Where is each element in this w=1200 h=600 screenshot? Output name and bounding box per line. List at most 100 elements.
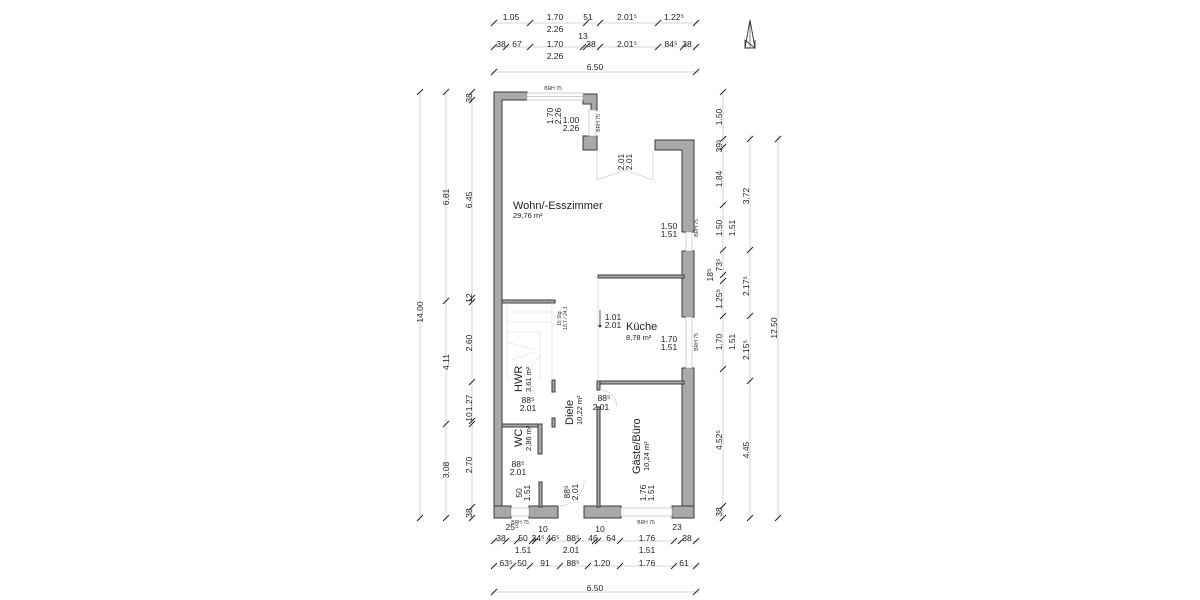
dim-label: 1.70 <box>714 333 724 350</box>
dim-label: 2.01⁵ <box>617 39 637 49</box>
dim-label: 25⁵ <box>506 522 519 532</box>
dim-label: 4.52⁵ <box>714 430 724 450</box>
opening-dim: 1.51 <box>661 229 678 239</box>
dim-label: 10 <box>595 524 605 534</box>
room-name-gaeste-buero: Gäste/Büro <box>631 418 643 474</box>
room-area: 29,76 m² <box>513 211 543 220</box>
dim-label: 63⁵ <box>500 558 513 568</box>
north-arrow-icon <box>744 19 756 49</box>
dim-label: 1.76 <box>639 533 656 543</box>
door-dim: 2.01 <box>624 153 634 170</box>
dim-label: 1.70 <box>547 39 564 49</box>
dim-label: 3.72 <box>741 187 751 204</box>
dim-label: 2.70 <box>464 456 474 473</box>
dim-label: 34⁵ <box>532 533 545 543</box>
stairs-label: 15 Stg. <box>557 310 563 326</box>
dim-label: 38 <box>496 39 506 49</box>
dim-label: 1.25⁵ <box>714 289 724 309</box>
window-label: BRH 75 <box>637 520 655 526</box>
dim-label: 18⁵ <box>705 269 715 282</box>
window-label: BRH 75 <box>694 219 700 237</box>
dim-label: 88⁵ <box>567 533 580 543</box>
dim-label: 3.08 <box>441 461 451 478</box>
opening-dim: 1.00 <box>563 115 580 125</box>
dim-label: 1.20 <box>594 558 611 568</box>
right-dimensions: 1.50 39⁵ 1.84 1.50 1.51 73⁵ 18⁵ 1.25⁵ 1.… <box>705 88 782 522</box>
opening-dim: 1.70 <box>545 107 555 124</box>
dim-label: 38 <box>464 93 474 103</box>
room-labels: Wohn/-Esszimmer 29,76 m² Küche 8,78 m² H… <box>513 200 657 474</box>
dim-label: 4.11 <box>441 354 451 370</box>
room-area: 10,24 m² <box>642 441 651 471</box>
door-dim: 2.01 <box>616 153 626 170</box>
windows: BRH 75 BRH 75 BRH 75 BRH 75 BRH 75 BRH 7… <box>510 86 700 526</box>
dim-label: 1.84 <box>714 170 724 187</box>
dim-label: 1.05 <box>503 12 520 22</box>
dim-label: 38 <box>496 533 506 543</box>
room-area: 3,61 m² <box>524 366 533 392</box>
dim-label: 91 <box>540 558 550 568</box>
door-dim: 2.01 <box>593 402 610 412</box>
dim-label: 13 <box>578 31 588 41</box>
window-label: BRH 75 <box>544 86 562 92</box>
dim-label: 46⁵ <box>547 533 560 543</box>
dim-label: 64 <box>606 533 616 543</box>
window-label: BRH 75 <box>694 333 700 351</box>
door-dim: 2.01 <box>520 403 537 413</box>
dim-label: 2.60 <box>464 334 474 351</box>
opening-dim: 1.51 <box>661 342 678 352</box>
bottom-dimensions: 25⁵ 10 10 23 38 50 34⁵ 46⁵ 88⁵ 46 64 1.7… <box>490 522 700 596</box>
dim-label: 6.45 <box>464 191 474 208</box>
dim-label: 51 <box>583 12 593 22</box>
dim-label: 1.76 <box>639 558 656 568</box>
dim-label: 2.26 <box>547 51 564 61</box>
dim-label: 38 <box>682 39 692 49</box>
room-name-wc: WC <box>513 429 525 447</box>
dim-label: 23 <box>672 522 682 532</box>
dim-label: 1.50 <box>714 108 724 125</box>
dim-label: 1.50 <box>714 219 724 236</box>
dim-label: 38 <box>714 507 724 517</box>
door-dim: 88⁵ <box>522 395 535 405</box>
window-label: BRH 75 <box>596 114 602 132</box>
dim-label: 10 <box>464 412 474 422</box>
dim-label: 1.27 <box>464 394 474 411</box>
opening-dim: 1.51 <box>522 484 532 501</box>
door-dim: 88⁵ <box>598 393 611 403</box>
left-dimensions: 14.00 6.81 4.11 3.08 38 6.45 12 2.60 1.2… <box>415 88 476 522</box>
dim-label: 4.45 <box>741 441 751 458</box>
room-name-hwr: HWR <box>513 366 525 392</box>
opening-dim: 50 <box>514 488 524 498</box>
dim-label: 1.70 <box>547 12 564 22</box>
dim-total: 12.50 <box>769 317 779 339</box>
opening-dim: 2.26 <box>553 107 563 124</box>
dim-label: 46 <box>588 533 598 543</box>
dim-label: 67 <box>512 39 522 49</box>
opening-dim: 1.50 <box>661 221 678 231</box>
dim-label: 2.01 <box>563 545 580 555</box>
door-dim: 2.01 <box>510 467 527 477</box>
door-dim: 88⁵ <box>512 459 525 469</box>
opening-dim: 1.70 <box>661 334 678 344</box>
room-area: 2,86 m² <box>524 425 533 451</box>
opening-dim: 1.76 <box>638 484 648 501</box>
dim-label: 1.51 <box>727 219 737 236</box>
dim-label: 2.15⁵ <box>741 340 751 360</box>
doors: 2.01 2.01 1.01 2.01 88⁵ 2.01 88⁵ 2.01 88… <box>510 150 654 507</box>
opening-dim: 2.26 <box>563 123 580 133</box>
dim-label: 2.26 <box>547 24 564 34</box>
dim-label: 38 <box>682 533 692 543</box>
dim-label: 61 <box>679 558 689 568</box>
staircase: 15 Stg. 18,7 / 24,1 <box>506 303 569 380</box>
walls <box>493 91 695 519</box>
door-dim: 2.01 <box>570 483 580 500</box>
door-dim: 1.01 <box>605 312 622 322</box>
room-area: 8,78 m² <box>626 333 652 342</box>
dim-label: 84⁵ <box>665 39 678 49</box>
dim-label: 2.01⁵ <box>617 12 637 22</box>
dim-label: 2.17⁵ <box>741 276 751 296</box>
top-dimensions: 1.05 1.70 51 2.01⁵ 1.22⁵ 2.26 13 38 67 1… <box>490 12 700 76</box>
dim-label: 12 <box>464 293 474 303</box>
dim-label: 1.51 <box>515 545 532 555</box>
door-dim: 2.01 <box>605 320 622 330</box>
